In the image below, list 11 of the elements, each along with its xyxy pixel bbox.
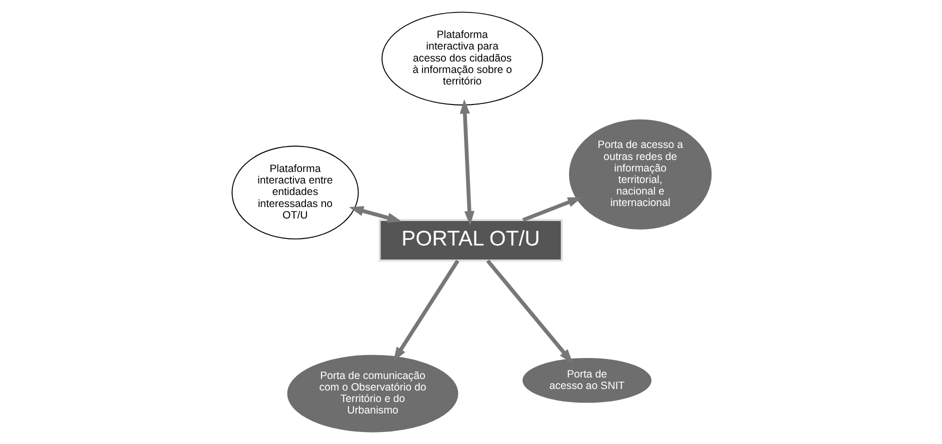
arrow: [486, 259, 573, 364]
node-ellipse: Plataforma interactiva para acesso dos cidadãos à informação sobre o território: [381, 12, 543, 106]
node-box: PORTAL OT/U: [378, 219, 562, 262]
node-ellipse: Plataforma interactiva entre entidades interessadas no OT/U: [231, 146, 358, 240]
node-ellipse: Porta de acesso ao SNIT: [522, 358, 651, 403]
node-ellipse: Porta de comunicação com o Observatório do Território e do Urbanismo: [286, 354, 458, 432]
arrow: [348, 206, 402, 223]
arrow: [522, 196, 582, 222]
arrow: [459, 99, 474, 226]
node-ellipse: Porta de acesso a outras redes de informação territorial, nacional e internacional: [568, 119, 712, 230]
arrow: [392, 260, 459, 362]
